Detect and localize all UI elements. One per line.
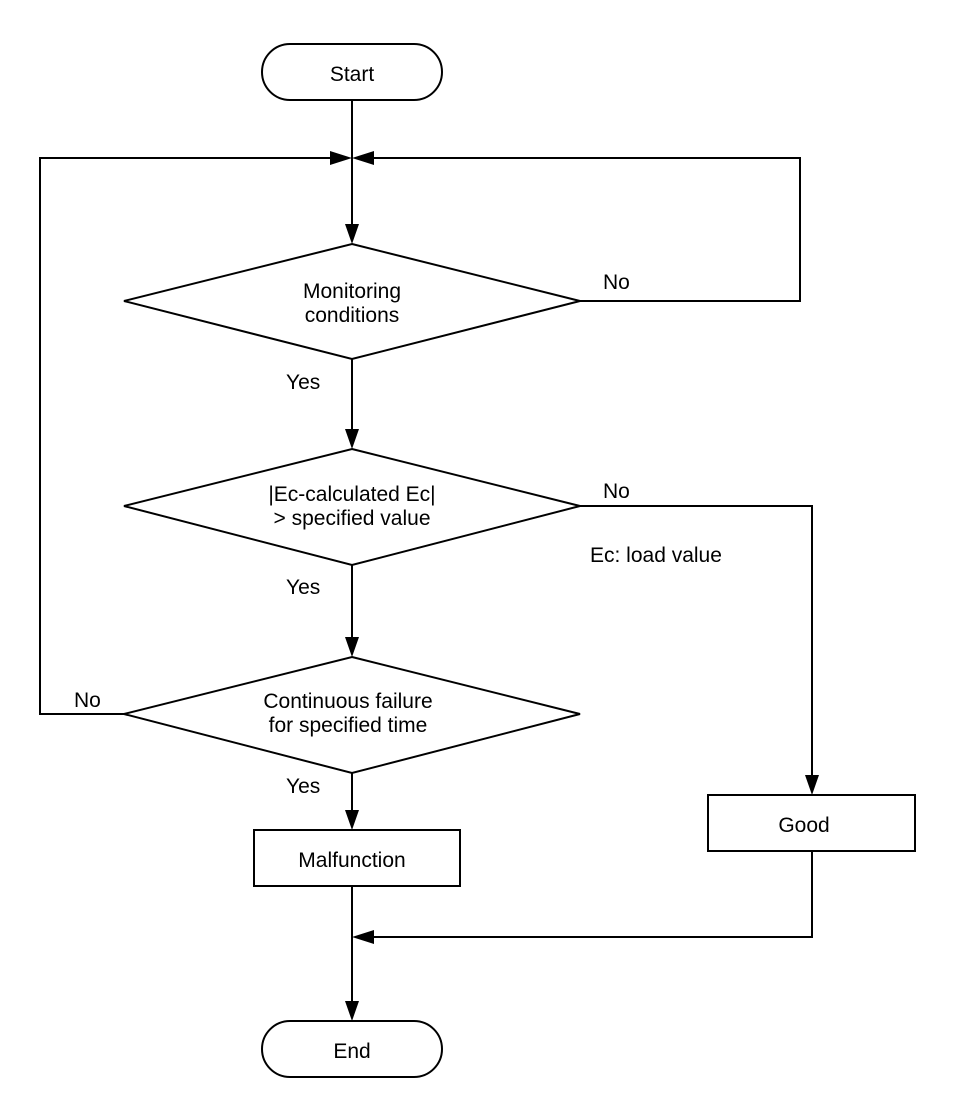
edge-labels: No Yes No Yes No Yes: [74, 271, 630, 798]
monitoring-no-label: No: [603, 271, 630, 294]
arrowhead-to-malfunction: [345, 810, 359, 830]
continuous-label-line2: for specified time: [269, 714, 428, 737]
connector-ec-no: [580, 505, 813, 778]
end-terminal: [261, 1020, 443, 1078]
arrowhead-to-monitoring: [345, 224, 359, 244]
good-box: [707, 794, 916, 852]
node-start: Start: [261, 43, 443, 101]
connectors: [39, 100, 813, 1004]
ec-no-label: No: [603, 480, 630, 503]
arrowhead-loop-right: [352, 151, 374, 165]
monitoring-label-line2: conditions: [305, 304, 400, 327]
ec-check-decision: [123, 447, 581, 567]
arrowhead-loop-left: [330, 151, 352, 165]
node-monitoring-conditions: Monitoring conditions: [123, 242, 581, 361]
monitoring-decision: [123, 242, 581, 361]
node-end: End: [261, 1020, 443, 1078]
continuous-no-label: No: [74, 689, 101, 712]
connector-good-merge: [370, 851, 813, 938]
ec-check-label-line2: > specified value: [273, 507, 430, 530]
connector-monitoring-no-loop: [360, 157, 801, 302]
continuous-yes-label: Yes: [286, 775, 320, 798]
node-malfunction: Malfunction: [253, 829, 461, 887]
arrowhead-to-end: [345, 1001, 359, 1021]
ec-definition-note: Ec: load value: [590, 544, 722, 567]
node-ec-check: |Ec-calculated Ec| > specified value: [123, 447, 581, 567]
malfunction-label: Malfunction: [298, 849, 405, 872]
continuous-label-line1: Continuous failure: [263, 690, 432, 713]
ec-yes-label: Yes: [286, 576, 320, 599]
arrowhead-to-good: [805, 775, 819, 795]
node-continuous-failure: Continuous failure for specified time: [123, 655, 581, 775]
node-good: Good: [707, 794, 916, 852]
arrowhead-to-continuous: [345, 637, 359, 657]
connector-continuous-no-loop: [39, 157, 344, 715]
ec-check-label-line1: |Ec-calculated Ec|: [268, 483, 435, 506]
start-label: Start: [330, 63, 375, 86]
malfunction-box: [253, 829, 461, 887]
arrowhead-to-ec-check: [345, 429, 359, 449]
arrowheads: [330, 151, 819, 1021]
start-terminal: [261, 43, 443, 101]
monitoring-yes-label: Yes: [286, 371, 320, 394]
monitoring-label-line1: Monitoring: [303, 280, 401, 303]
continuous-decision: [123, 655, 581, 775]
arrowhead-merge: [352, 930, 374, 944]
end-label: End: [333, 1040, 370, 1063]
good-label: Good: [778, 814, 829, 837]
